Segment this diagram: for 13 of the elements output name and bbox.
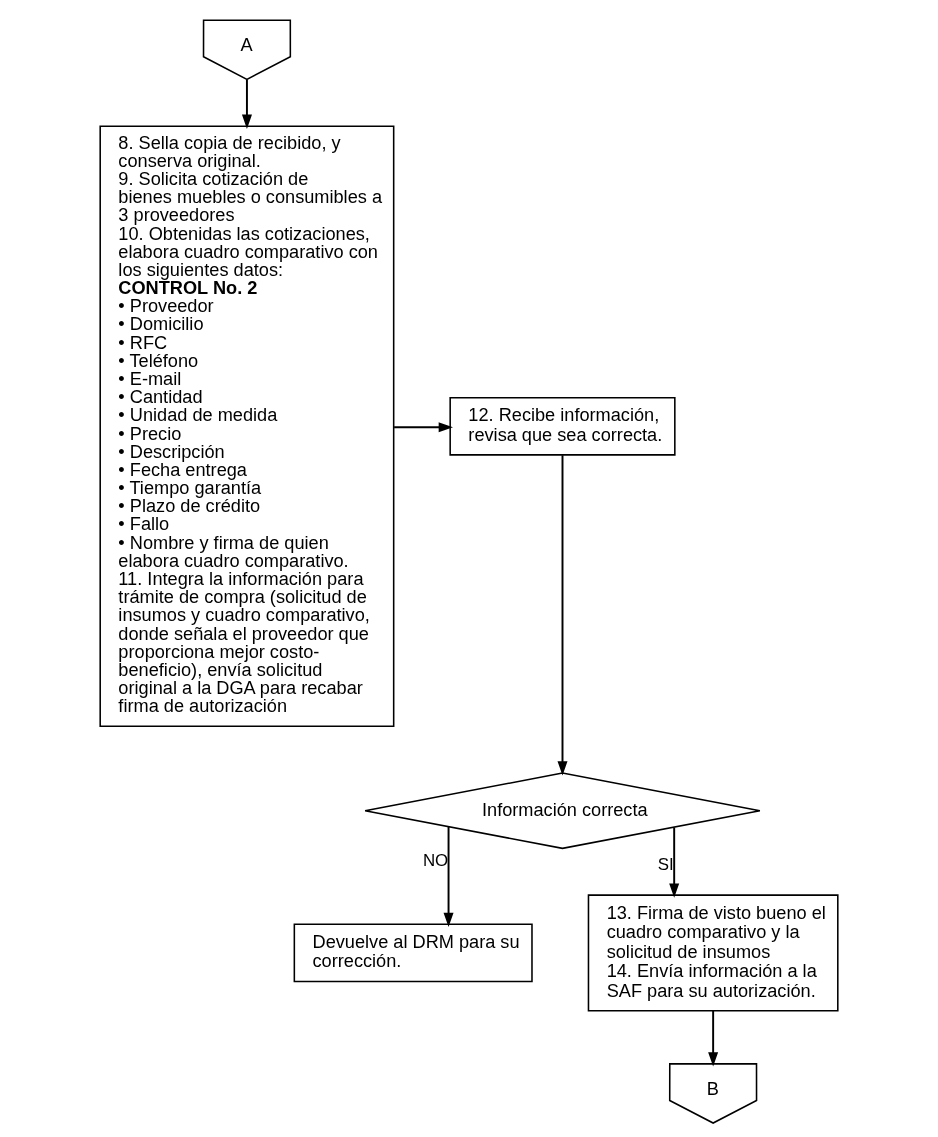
arrow (557, 454, 568, 776)
arrow (443, 826, 454, 927)
node-box: 12. Recibe información, revisa que sea correcta. (449, 396, 676, 456)
edge-label: NO (422, 850, 449, 870)
arrow (708, 1009, 719, 1067)
arrow (669, 826, 680, 898)
node-diamond: Información correcta (364, 772, 761, 850)
node-box: 13. Firma de visto bueno el cuadro comparativo y la solicitud de insumos 14. Envía información a la SAF para su autorización. (587, 894, 839, 1012)
node-box: 8. Sella copia de recibido, y conserva original. 9. Solicita cotización de bienes muebles o consumibles a 3 proveedores 10. Obtenidas las cotizaciones, elabora cuadro comparativo con los siguientes datos: CONTROL No. 2 • Proveedor • Domicilio • RFC • Teléfono • E-mail • Cantidad • Unidad de medida • Precio • Descripción • Fecha entrega • Tiempo garantía • Plazo de crédito • Fallo • Nombre y firma de quien elabora cuadro comparativo. 11. Integra la información para trámite de compra (solicitud de insumos y cuadro comparativo, donde señala el proveedor que proporciona mejor costo-beneficio), envía solicitud original a la DGA para recabar firma de autorización (99, 125, 395, 728)
node-box: Devuelve al DRM para su corrección. (293, 923, 533, 983)
edge-label: SI (657, 854, 674, 874)
arrow (393, 422, 453, 433)
arrow (241, 78, 252, 129)
